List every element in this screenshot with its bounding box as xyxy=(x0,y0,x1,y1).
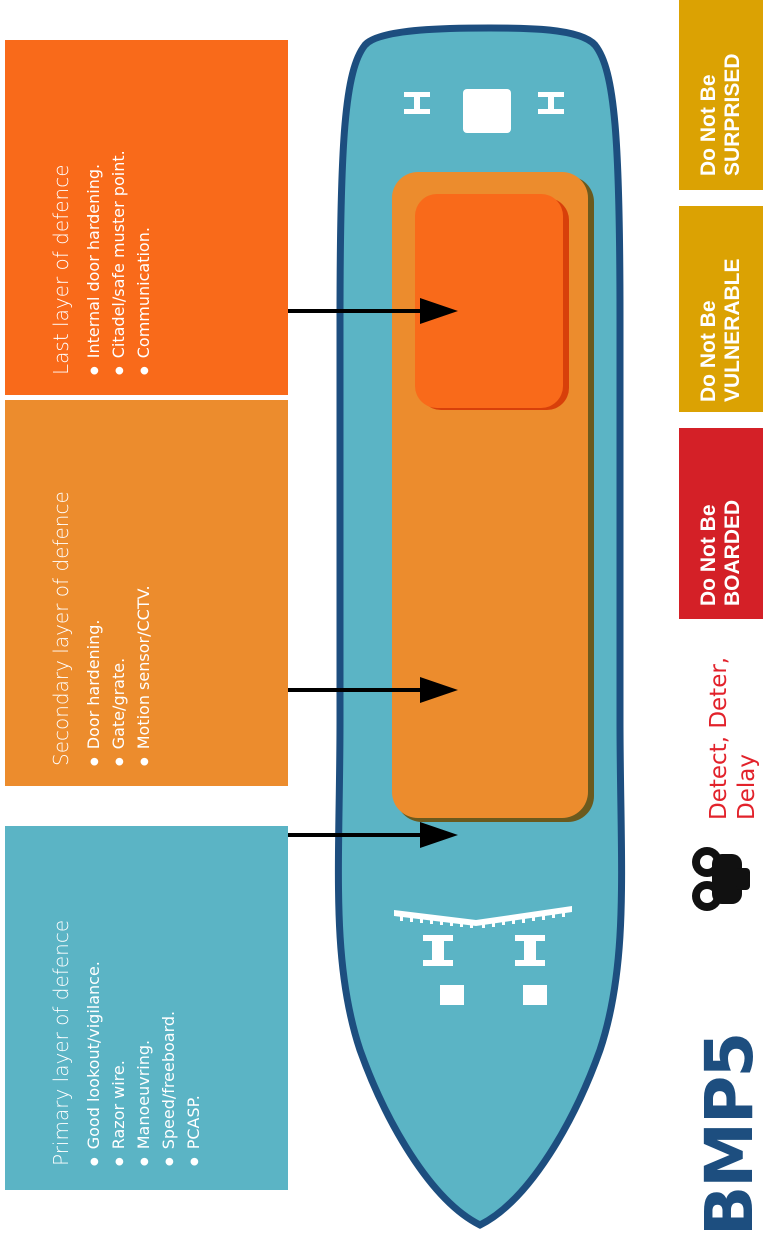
primary-layer-title: Primary layer of defence xyxy=(49,919,73,1166)
secondary-layer-bullet: Gate/grate. xyxy=(108,491,133,766)
last-layer-box: Last layer of defence Internal door hard… xyxy=(5,40,288,395)
badge-vulnerable-line2: VULNERABLE xyxy=(721,258,744,402)
primary-layer-bullet: Razor wire. xyxy=(108,920,133,1166)
secondary-layer-bullet: Door hardening. xyxy=(83,491,108,766)
primary-layer-box: Primary layer of defence Good lookout/vi… xyxy=(5,826,288,1190)
primary-layer-bullet: PCASP. xyxy=(183,920,208,1166)
tagline-line2: Delay xyxy=(734,754,760,820)
secondary-layer-title: Secondary layer of defence xyxy=(49,491,73,766)
tagline: Detect, Deter, Delay xyxy=(705,657,761,820)
badge-boarded-line2: BOARDED xyxy=(721,499,744,606)
primary-layer-bullet: Speed/freeboard. xyxy=(158,920,183,1166)
badge-surprised-line2: SURPRISED xyxy=(721,53,744,176)
arrow-secondary xyxy=(286,677,458,703)
citadel-zone xyxy=(415,194,569,410)
last-layer-bullet: Citadel/safe muster point. xyxy=(108,150,133,375)
razor-wire-icon xyxy=(394,906,572,928)
last-layer-bullet: Communication. xyxy=(133,150,158,375)
binoculars-icon xyxy=(684,842,756,916)
last-layer-bullet: Internal door hardening. xyxy=(83,150,108,375)
primary-layer-bullet: Good lookout/vigilance. xyxy=(83,920,108,1166)
badge-vulnerable: Do Not Be VULNERABLE xyxy=(679,206,763,412)
badge-boarded: Do Not Be BOARDED xyxy=(679,428,763,619)
badge-boarded-line1: Do Not Be xyxy=(697,504,720,607)
secondary-layer-box: Secondary layer of defence Door hardenin… xyxy=(5,400,288,786)
badge-vulnerable-line1: Do Not Be xyxy=(697,300,720,403)
deck-icon xyxy=(423,935,547,1005)
primary-layer-bullet: Manoeuvring. xyxy=(133,920,158,1166)
bridge-icon xyxy=(404,89,564,133)
secondary-layer-bullet: Motion sensor/CCTV. xyxy=(133,491,158,766)
last-layer-title: Last layer of defence xyxy=(49,164,73,375)
arrow-last xyxy=(286,298,458,324)
bmp5-logo: BMP5 xyxy=(691,1033,763,1236)
badge-surprised: Do Not Be SURPRISED xyxy=(679,0,763,190)
tagline-line1: Detect, Deter, xyxy=(706,656,732,820)
badge-surprised-line1: Do Not Be xyxy=(697,74,720,177)
arrow-primary xyxy=(286,822,458,848)
